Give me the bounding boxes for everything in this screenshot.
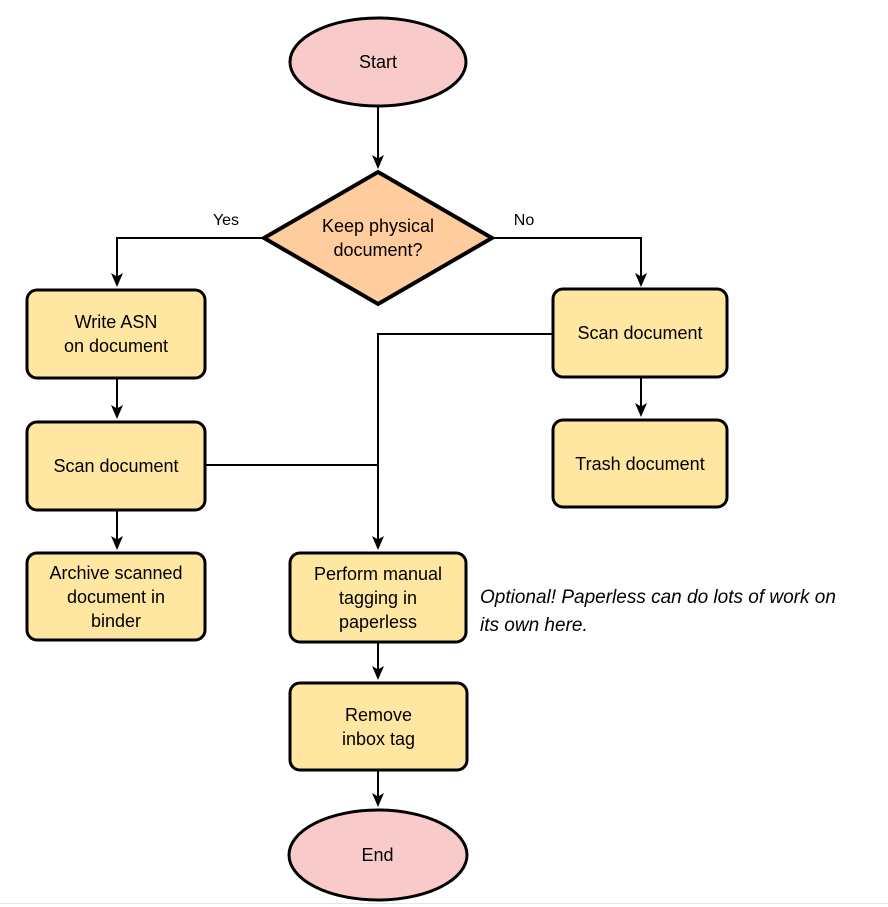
tagging-node-shape — [288, 551, 468, 644]
edge-label-no: No — [496, 208, 552, 234]
bottom-divider-line — [0, 903, 888, 904]
edge-decision-yes-to-write-asn — [111, 237, 264, 287]
edge-scan-right-to-tagging — [372, 333, 553, 550]
trash-node-shape — [551, 418, 729, 509]
edge-decision-no-to-scan-right — [492, 237, 647, 287]
end-node-shape — [287, 808, 469, 902]
write-asn-node-shape — [25, 288, 207, 380]
optional-note-text: Optional! Paperless can do lots of work … — [480, 587, 836, 636]
remove-inbox-node-shape — [288, 681, 469, 772]
start-node-shape — [288, 16, 468, 108]
scan-left-node-shape — [25, 420, 207, 512]
decision-node-shape — [260, 169, 496, 307]
scan-right-node-shape — [551, 287, 729, 379]
archive-node-shape — [25, 551, 207, 642]
edge-label-yes: Yes — [198, 208, 254, 234]
